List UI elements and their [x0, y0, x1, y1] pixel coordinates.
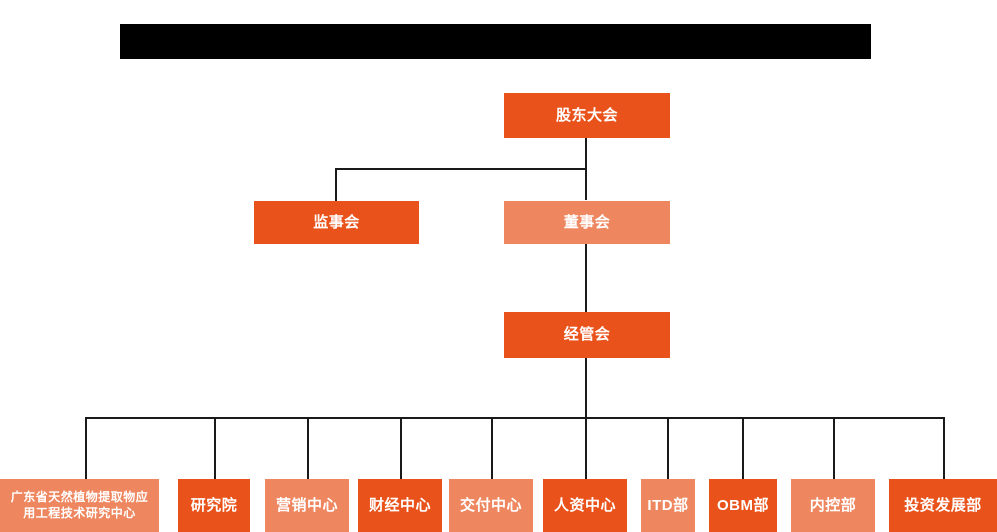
connector-drop-finance-center	[400, 417, 402, 479]
connector-supervisors-branch	[335, 168, 587, 170]
node-shareholders-meeting[interactable]: 股东大会	[504, 93, 670, 138]
node-board-of-directors[interactable]: 董事会	[504, 201, 670, 244]
connector-drop-guangdong-center	[85, 417, 87, 479]
redacted-title-bar	[120, 24, 871, 59]
node-label: OBM部	[717, 496, 769, 514]
node-label: 交付中心	[459, 496, 522, 514]
node-marketing-center[interactable]: 营销中心	[265, 479, 349, 532]
node-label-line-2: 用工程技术研究中心	[23, 505, 136, 520]
node-obm-department[interactable]: OBM部	[709, 479, 777, 532]
connector-drop-delivery-center	[491, 417, 493, 479]
connector-drop-investment-development-dept	[943, 417, 945, 479]
connector-drop-research-institute	[214, 417, 216, 479]
node-label: 研究院	[190, 496, 238, 514]
connector-supervisors-drop	[335, 168, 337, 202]
node-guangdong-engineering-research-center[interactable]: 广东省天然植物提取物应 用工程技术研究中心	[0, 479, 159, 532]
node-label: 财经中心	[368, 496, 431, 514]
connector-drop-obm-dept	[742, 417, 744, 479]
node-management-committee[interactable]: 经管会	[504, 312, 670, 358]
node-label: 人资中心	[553, 496, 616, 514]
node-finance-center[interactable]: 财经中心	[358, 479, 442, 532]
connector-management-to-bus	[585, 357, 587, 419]
node-label: 董事会	[563, 213, 611, 231]
node-label: 投资发展部	[904, 496, 982, 514]
node-hr-center[interactable]: 人资中心	[543, 479, 627, 532]
connector-department-bus	[85, 417, 945, 419]
node-investment-development-department[interactable]: 投资发展部	[889, 479, 997, 532]
node-label-line-1: 广东省天然植物提取物应	[10, 490, 149, 505]
node-research-institute[interactable]: 研究院	[178, 479, 250, 532]
node-internal-control-department[interactable]: 内控部	[791, 479, 875, 532]
connector-drop-marketing-center	[307, 417, 309, 479]
node-label: 内控部	[809, 496, 857, 514]
node-itd-department[interactable]: ITD部	[641, 479, 695, 532]
node-label: 经管会	[563, 326, 611, 344]
node-label: 股东大会	[555, 106, 618, 124]
node-board-of-supervisors[interactable]: 监事会	[254, 201, 419, 244]
node-label: 监事会	[313, 213, 360, 231]
connector-directors-to-management	[585, 243, 587, 313]
connector-drop-itd-dept	[667, 417, 669, 479]
connector-drop-internal-control-dept	[833, 417, 835, 479]
node-label: 营销中心	[275, 496, 338, 514]
node-label: ITD部	[647, 496, 689, 514]
node-delivery-center[interactable]: 交付中心	[449, 479, 533, 532]
connector-drop-hr-center	[585, 417, 587, 479]
